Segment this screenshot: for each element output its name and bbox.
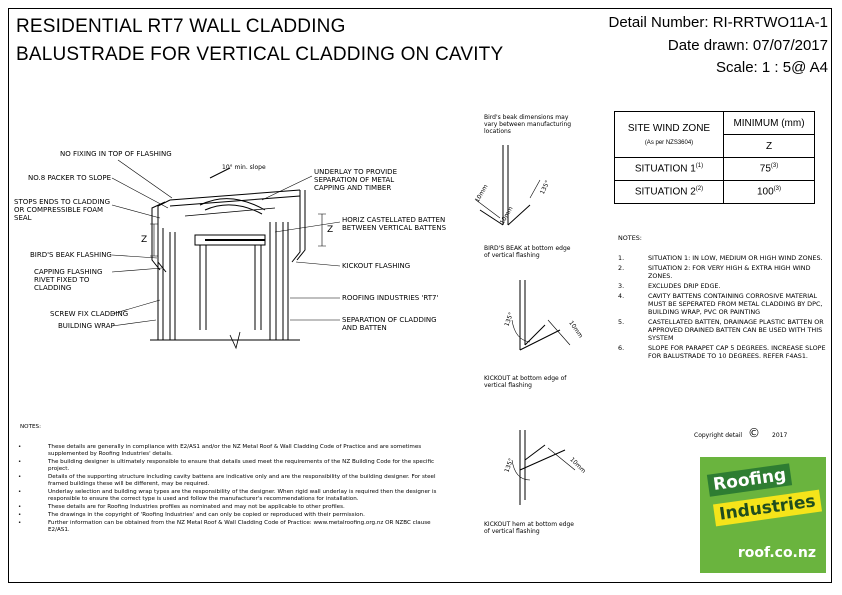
label-horiz-batten: HORIZ CASTELLATED BATTEN BETWEEN VERTICA…	[342, 216, 447, 232]
label-screw-fix: SCREW FIX CLADDING	[50, 310, 129, 318]
bottom-note-text: These details are generally in complianc…	[48, 444, 422, 457]
bottom-note: • The building designer is ultimately res…	[18, 459, 438, 473]
right-note-num: 6.	[618, 344, 625, 352]
date-drawn: Date drawn: 07/07/2017	[667, 37, 828, 54]
wind-table-h2-sub: Z	[723, 134, 815, 158]
copyright-label: Copyright detail	[694, 432, 743, 439]
right-note: 5. CASTELLATED BATTEN, DRAINAGE PLASTIC B…	[618, 318, 826, 342]
right-note-text: SITUATION 2: FOR VERY HIGH & EXTRA HIGH …	[648, 264, 811, 280]
bottom-note-text: Details of the supporting structure incl…	[48, 474, 436, 487]
right-note-num: 3.	[618, 282, 625, 290]
bottom-note: • Details of the supporting structure inc…	[18, 474, 438, 488]
bullet: •	[18, 504, 22, 510]
bullet: •	[18, 489, 22, 495]
bottom-note: • These details are for Roofing Industrie…	[18, 504, 438, 511]
bullet: •	[18, 444, 22, 450]
bottom-note-text: Further information can be obtained from…	[48, 520, 431, 533]
d1-caption: BIRD'S BEAK at bottom edge of vertical f…	[484, 245, 571, 259]
d2-caption: KICKOUT at bottom edge of vertical flash…	[484, 375, 567, 389]
right-note-num: 2.	[618, 264, 625, 272]
right-note-text: EXCLUDES DRIP EDGE.	[648, 282, 721, 290]
right-note: 1. SITUATION 1: IN LOW, MEDIUM OR HIGH WI…	[618, 254, 826, 262]
logo-word-industries: Industries	[712, 489, 822, 527]
label-roofing-rt7: ROOFING INDUSTRIES 'RT7'	[342, 294, 439, 302]
right-note: 3. EXCLUDES DRIP EDGE.	[618, 282, 826, 290]
bullet: •	[18, 520, 22, 526]
bullet: •	[18, 474, 22, 480]
wind-table-r1-note: (1)	[695, 163, 704, 170]
label-birds-beak: BIRD'S BEAK FLASHING	[30, 251, 112, 259]
bottom-note-text: These details are for Roofing Industries…	[48, 504, 345, 510]
bottom-note: • Further information can be obtained fro…	[18, 520, 438, 534]
bottom-notes-heading: NOTES:	[20, 424, 41, 430]
logo-url: roof.co.nz	[737, 545, 816, 561]
d3-caption: KICKOUT hem at bottom edge of vertical f…	[484, 521, 574, 535]
label-packer: NO.8 PACKER TO SLOPE	[28, 174, 112, 182]
right-note: 6. SLOPE FOR PARAPET CAP 5 DEGREES. INCRE…	[618, 344, 826, 360]
right-note-num: 4.	[618, 292, 625, 300]
title-line-1: RESIDENTIAL RT7 WALL CLADDING	[16, 16, 346, 37]
dim-z-right: Z	[327, 225, 334, 235]
copyright-symbol: ©	[748, 426, 760, 440]
wind-table-r1-vnote: (3)	[770, 163, 779, 170]
right-note-text: SLOPE FOR PARAPET CAP 5 DEGREES. INCREAS…	[648, 344, 826, 360]
wind-table-r1-value-cell: 75(3)	[723, 157, 815, 181]
copyright-year: 2017	[772, 432, 788, 439]
wind-table-h1-cell: SITE WIND ZONE (As per NZS3604)	[614, 111, 724, 158]
detail-number: Detail Number: RI-RRTWO11A-1	[608, 14, 829, 31]
right-notes-list: 1. SITUATION 1: IN LOW, MEDIUM OR HIGH WI…	[618, 254, 826, 362]
right-note-text: CASTELLATED BATTEN, DRAINAGE PLASTIC BAT…	[648, 318, 824, 342]
wind-table-r2-value-cell: 100(3)	[723, 180, 815, 204]
dim-z-left: Z	[141, 235, 148, 245]
wind-table-r1-label-cell: SITUATION 1(1)	[614, 157, 724, 181]
wind-table-r1-label: SITUATION 1	[634, 163, 696, 175]
bullet: •	[18, 459, 22, 465]
bullet: •	[18, 512, 22, 518]
wind-table-h1-sub: (As per NZS3604)	[644, 140, 694, 146]
label-building-wrap: BUILDING WRAP	[58, 322, 115, 330]
birds-beak-intro: Bird's beak dimensions may vary between …	[484, 114, 572, 135]
wind-table-h1: SITE WIND ZONE	[627, 123, 711, 134]
wind-table-r2-vnote: (3)	[773, 186, 782, 193]
label-no-fixing: NO FIXING IN TOP OF FLASHING	[60, 150, 172, 158]
wind-table-r2-label: SITUATION 2	[634, 186, 696, 198]
bottom-note: • The drawings in the copyright of 'Roofi…	[18, 512, 438, 519]
right-note-text: CAVITY BATTENS CONTAINING CORROSIVE MATE…	[648, 292, 823, 316]
right-note-text: SITUATION 1: IN LOW, MEDIUM OR HIGH WIND…	[648, 254, 823, 262]
wind-table-r2-note: (2)	[695, 186, 704, 193]
wind-table-r1-value: 75	[759, 163, 771, 175]
label-separation: SEPARATION OF CLADDING AND BATTEN	[342, 316, 437, 332]
bottom-note-text: The drawings in the copyright of 'Roofin…	[48, 512, 365, 518]
label-kickout: KICKOUT FLASHING	[342, 262, 411, 270]
drawing-frame	[8, 8, 832, 583]
scale: Scale: 1 : 5@ A4	[716, 59, 828, 76]
label-stops-ends: STOPS ENDS TO CLADDING OR COMPRESSIBLE F…	[14, 198, 111, 222]
bottom-note-text: The building designer is ultimately resp…	[48, 459, 435, 472]
roofing-industries-logo: Roofing Industries roof.co.nz	[700, 457, 826, 573]
bottom-notes-list: • These details are generally in complian…	[18, 444, 438, 535]
title-line-2: BALUSTRADE FOR VERTICAL CLADDING ON CAVI…	[16, 44, 504, 65]
right-notes-heading: NOTES:	[618, 234, 642, 242]
right-note: 4. CAVITY BATTENS CONTAINING CORROSIVE MA…	[618, 292, 826, 316]
bottom-note-text: Underlay selection and building wrap typ…	[48, 489, 437, 502]
right-note: 2. SITUATION 2: FOR VERY HIGH & EXTRA HIG…	[618, 264, 826, 280]
label-capping-rivet: CAPPING FLASHING RIVET FIXED TO CLADDING	[34, 268, 103, 292]
logo-word-roofing: Roofing	[706, 463, 793, 497]
wind-table-h2: MINIMUM (mm)	[723, 111, 815, 135]
right-note-num: 5.	[618, 318, 625, 326]
wind-table-r2-value: 100	[756, 186, 774, 198]
label-underlay: UNDERLAY TO PROVIDE SEPARATION OF METAL …	[314, 168, 397, 192]
label-slope: 10° min. slope	[222, 164, 266, 171]
wind-table-r2-label-cell: SITUATION 2(2)	[614, 180, 724, 204]
bottom-note: • These details are generally in complian…	[18, 444, 438, 458]
bottom-note: • Underlay selection and building wrap ty…	[18, 489, 438, 503]
right-note-num: 1.	[618, 254, 625, 262]
wind-zone-table: SITE WIND ZONE (As per NZS3604) MINIMUM …	[614, 111, 815, 204]
